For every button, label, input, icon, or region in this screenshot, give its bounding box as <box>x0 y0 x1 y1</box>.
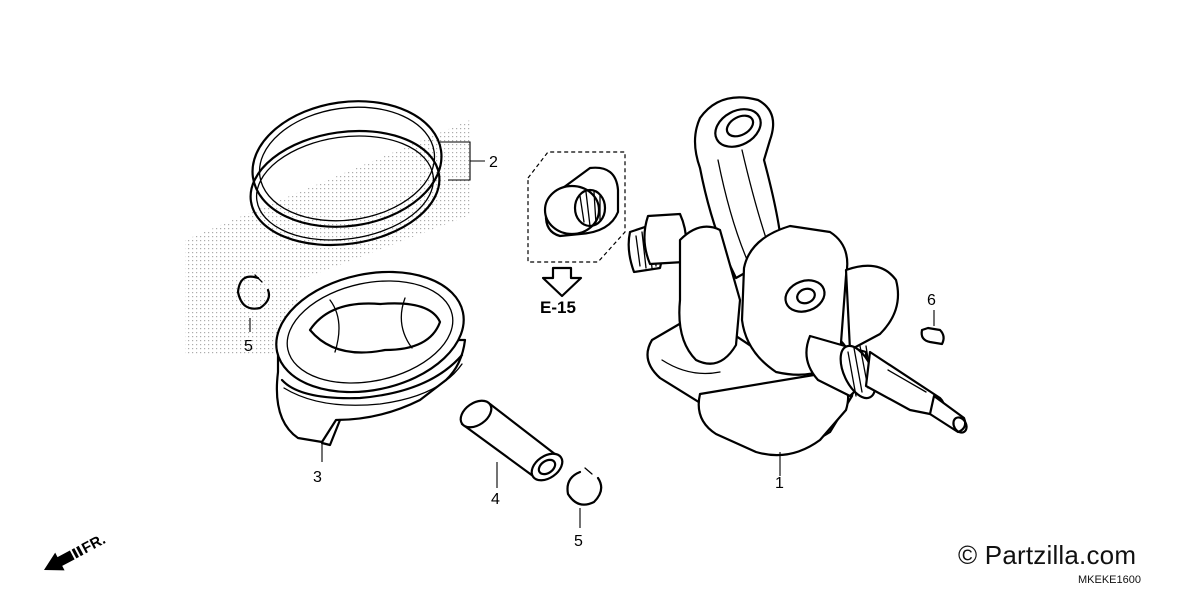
reference-e15[interactable]: E-15 <box>540 298 576 317</box>
piston-pin-clip-left[interactable] <box>236 274 271 310</box>
callout-4: 4 <box>491 491 500 508</box>
diagram-code: MKEKE1600 <box>1078 574 1141 586</box>
callout-5-right: 5 <box>574 533 583 550</box>
woodruff-key[interactable] <box>920 326 945 346</box>
piston-pin-clip-right[interactable] <box>566 467 603 506</box>
piston-pin[interactable] <box>456 395 567 486</box>
callout-3: 3 <box>313 469 322 486</box>
bearing-reference[interactable] <box>527 151 626 298</box>
piston[interactable] <box>265 256 475 447</box>
crankshaft[interactable] <box>627 96 970 457</box>
piston-rings[interactable] <box>243 89 450 256</box>
callout-1: 1 <box>775 475 784 492</box>
callout-2: 2 <box>489 154 498 171</box>
shadow-band <box>185 120 470 355</box>
direction-label: FR. <box>79 531 108 557</box>
front-direction-arrow: FR. <box>43 531 108 571</box>
callout-5-left: 5 <box>244 338 253 355</box>
callout-6: 6 <box>927 292 936 309</box>
watermark: © Partzilla.com <box>958 540 1137 570</box>
